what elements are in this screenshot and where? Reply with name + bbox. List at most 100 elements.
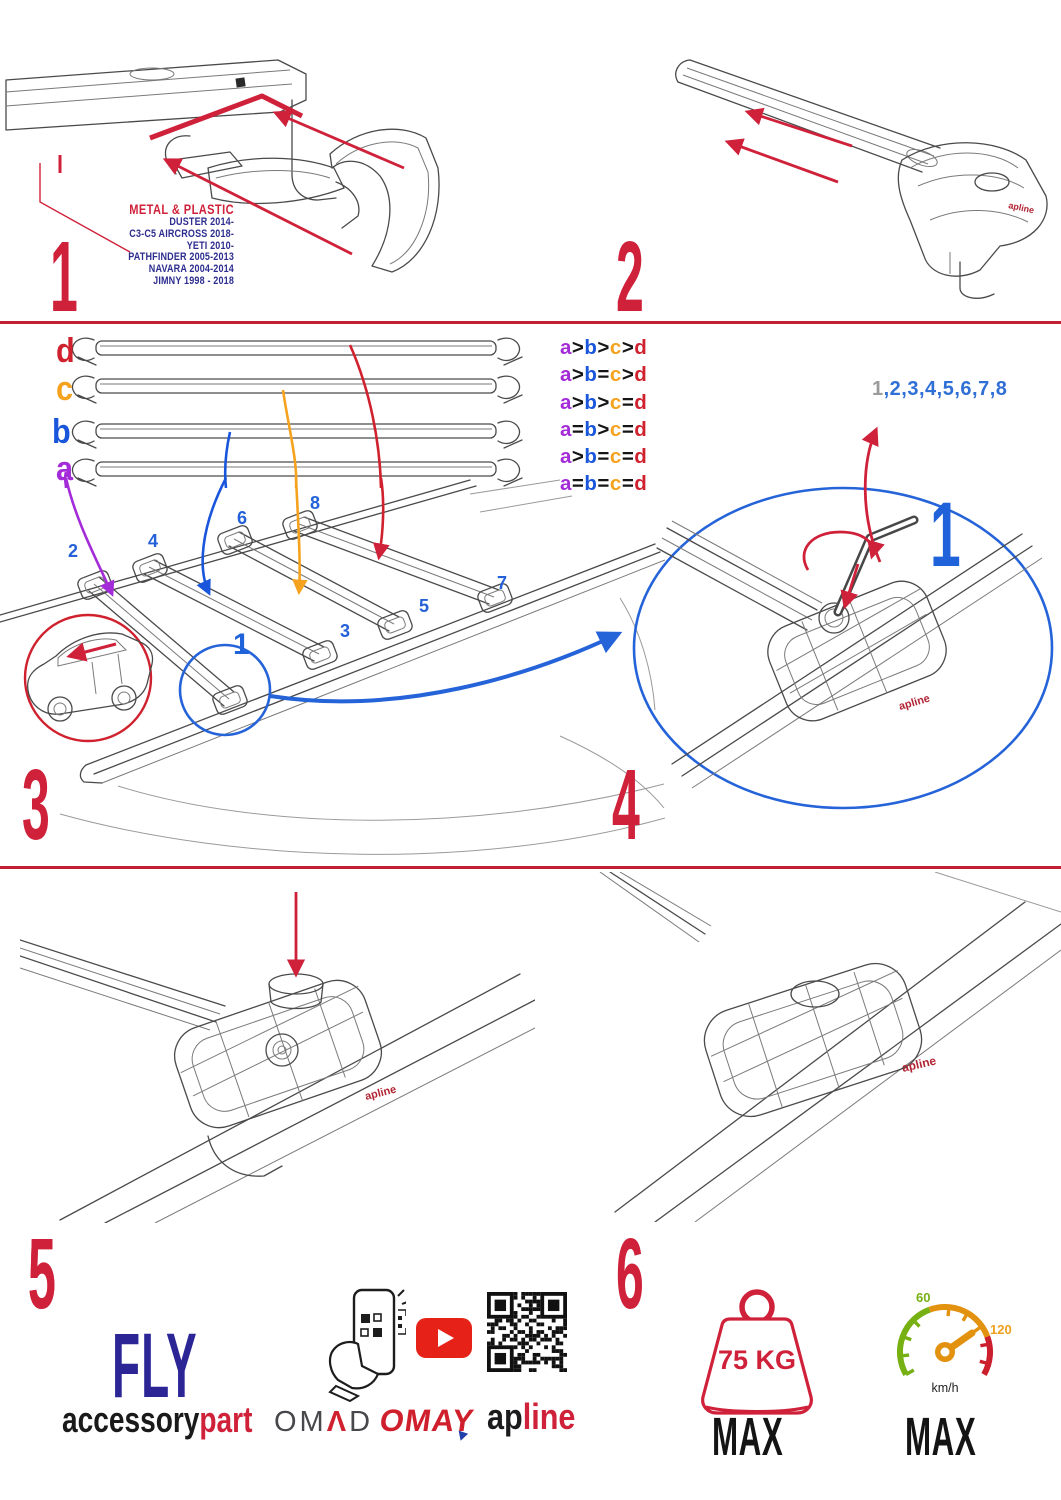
step-3-panel: d c b a	[0, 324, 680, 866]
vehicle-model-list: DUSTER 2014-C3-C5 AIRCROSS 2018-YETI 201…	[72, 216, 234, 288]
model-entry: NAVARA 2004-2014	[148, 263, 234, 276]
gauge-unit-label: km/h	[931, 1381, 958, 1395]
car-direction-inset	[23, 613, 154, 743]
phone-scan-icon	[328, 1288, 406, 1402]
gauge-120-label: 120	[990, 1322, 1012, 1337]
detail-magnifier-ellipse	[632, 486, 1054, 810]
roof-position-number: 7	[497, 573, 508, 593]
step-6-panel: apline	[530, 870, 1061, 1330]
mounted-crossbars	[88, 516, 500, 707]
model-entry: YETI 2010-	[186, 239, 234, 252]
youtube-icon	[416, 1318, 472, 1358]
gauge-60-label: 60	[916, 1290, 930, 1305]
bar-c-drawing	[71, 375, 523, 404]
roof-position-number: 5	[419, 596, 430, 616]
roof-position-number: 8	[310, 493, 321, 513]
step-4-panel: apline 4	[530, 324, 1061, 866]
step-2-red-arrows	[724, 107, 853, 184]
step-number-5: 5	[28, 1218, 56, 1330]
roof-position-number: 1	[233, 628, 250, 661]
step-5-panel: apline 5	[0, 870, 535, 1330]
apline-logo-on-foot: apline	[898, 693, 932, 713]
roof-rails	[0, 479, 665, 784]
comparison-line: a=b=c=d	[560, 472, 648, 496]
comparison-line: a>b=c>d	[560, 363, 648, 387]
bar-label-d: d	[56, 332, 75, 370]
roof-position-number: 3	[340, 621, 351, 641]
tightening-sequence-label: 1,2,3,4,5,6,7,8	[872, 378, 1007, 401]
brand-omad-a: Λ	[326, 1406, 350, 1438]
step-number-6: 6	[616, 1218, 644, 1330]
sequence-remaining-numbers: ,2,3,4,5,6,7,8	[883, 378, 1008, 400]
car-body-hints	[59, 479, 665, 855]
allen-key-icon	[833, 515, 919, 617]
bar-label-c: c	[56, 370, 74, 408]
step-2-illustration: apline	[675, 59, 1048, 299]
model-entry: JIMNY 1998 - 2018	[153, 274, 234, 287]
brand-accessorypart-black: accessory	[62, 1399, 200, 1440]
comparison-line: a>b>c=d	[560, 390, 648, 414]
crossbar-drawing	[675, 59, 941, 173]
weight-value: 75 KG	[718, 1345, 796, 1375]
position-1-highlight-circle	[178, 643, 272, 737]
comparison-line: a>b>c>d	[560, 336, 648, 359]
qr-code	[487, 1292, 567, 1372]
rails-and-bar	[599, 872, 1061, 1222]
speed-max-label: MAX	[905, 1407, 977, 1467]
brand-omad-post: D	[349, 1406, 374, 1438]
step-1-panel: METAL & PLASTIC DUSTER 2014-C3-C5 AIRCRO…	[0, 0, 530, 333]
step-1-illustration	[5, 59, 440, 273]
step-4-detail-illustration: apline	[632, 426, 1054, 810]
apline-logo-on-foot: apline	[901, 1053, 938, 1075]
crossbar-end-clamp-drawing	[5, 59, 360, 229]
step-number-4: 4	[612, 749, 640, 861]
step-4-callout-number: 1	[930, 484, 961, 586]
roof-position-number: 2	[68, 541, 79, 561]
assembled-foot-drawing: apline	[703, 962, 938, 1118]
material-note: METAL & PLASTIC	[129, 202, 234, 217]
step-number-2: 2	[616, 221, 644, 333]
section-divider-top	[0, 321, 1061, 324]
step-number-3: 3	[22, 749, 50, 861]
step-2-panel: apline 2	[530, 0, 1061, 333]
model-entry: DUSTER 2014-	[169, 216, 234, 228]
detail-callout-arrow	[269, 631, 623, 704]
brand-accessorypart-red: part	[199, 1399, 253, 1440]
fitment-note: METAL & PLASTIC DUSTER 2014-C3-C5 AIRCRO…	[72, 202, 234, 288]
brand-omad: OMΛD	[274, 1408, 373, 1437]
bar-label-a: a	[56, 450, 74, 488]
detail-rails-and-bar	[656, 520, 1043, 789]
speed-limit-gauge-icon: 60 120 km/h	[897, 1290, 1012, 1395]
brand-accessorypart: accessorypart	[62, 1402, 252, 1438]
comparison-line: a=b>c=d	[560, 417, 648, 441]
weight-max-icon: 75 KG	[701, 1289, 813, 1415]
sequence-first-number: 1	[872, 378, 884, 400]
foot-with-cap-drawing: apline	[174, 973, 398, 1177]
step-1-red-annotations	[39, 93, 405, 256]
apline-logo-on-foot: apline	[1008, 200, 1036, 215]
tighten-annotations	[802, 426, 885, 610]
rails-and-bar	[20, 939, 535, 1223]
model-entry: C3-C5 AIRCROSS 2018-	[129, 227, 234, 240]
forward-direction-arrow	[66, 642, 117, 662]
brand-apline-red: line	[522, 1396, 576, 1437]
bar-d-drawing	[71, 337, 523, 366]
cover-piece-drawing	[329, 128, 440, 273]
color-trace-lines-lower	[64, 478, 390, 597]
foot-clamp-drawing: apline	[897, 142, 1048, 299]
roof-position-number: 6	[237, 508, 248, 528]
model-entry: PATHFINDER 2005-2013	[128, 251, 234, 264]
step-number-1: 1	[50, 221, 78, 333]
step-6-illustration: apline	[599, 872, 1061, 1222]
product-name: FLY	[112, 1315, 198, 1417]
roof-overview-illustration	[0, 478, 665, 855]
roof-position-number: 4	[148, 531, 159, 551]
brand-omay-accent	[455, 1430, 469, 1443]
brand-apline-black: ap	[487, 1396, 523, 1437]
crossbar-size-chart	[63, 337, 523, 488]
brand-omad-pre: OM	[274, 1406, 327, 1438]
section-divider-bottom	[0, 866, 1061, 869]
weight-max-label: MAX	[712, 1407, 784, 1467]
